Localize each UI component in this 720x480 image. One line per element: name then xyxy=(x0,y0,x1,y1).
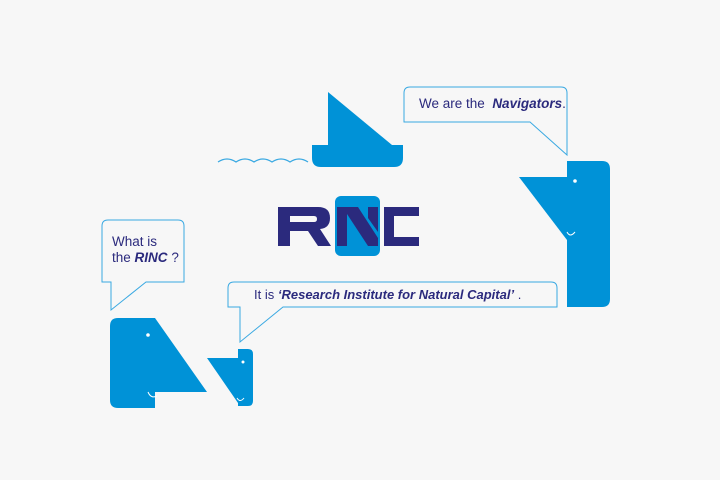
eye-icon xyxy=(241,360,245,364)
answer-suffix: . xyxy=(517,287,522,302)
answer-prefix: It is xyxy=(254,287,275,302)
mouth-icon xyxy=(566,231,576,236)
mouth-icon xyxy=(147,391,158,398)
question-suffix: ? xyxy=(171,250,179,265)
speech-bubble-navigators xyxy=(403,86,568,157)
boat-icon xyxy=(312,92,403,167)
speech-bubble-answer xyxy=(227,281,558,344)
questioner-creature xyxy=(110,318,207,408)
rinc-logo xyxy=(278,196,419,256)
waves-icon xyxy=(217,158,309,163)
navigators-emphasis: Navigators xyxy=(492,96,563,111)
answer-emphasis: ‘Research Institute for Natural Capital’ xyxy=(277,287,515,302)
question-line1: What is xyxy=(112,234,158,249)
navigators-text: We are the Navigators. xyxy=(419,96,566,112)
navigators-suffix: . xyxy=(562,96,566,111)
question-line2-prefix: the xyxy=(112,250,131,265)
question-emphasis: RINC xyxy=(134,250,168,265)
speech-bubble-question xyxy=(101,219,185,312)
answer-text: It is ‘Research Institute for Natural Ca… xyxy=(254,287,521,303)
navigators-prefix: We are the xyxy=(419,96,485,111)
eye-icon xyxy=(146,333,150,337)
eye-icon xyxy=(573,179,577,183)
answerer-creature-small xyxy=(207,349,253,406)
mouth-icon xyxy=(236,397,245,401)
question-text: What is the RINC ? xyxy=(112,234,179,266)
navigator-creature-large xyxy=(519,161,610,307)
